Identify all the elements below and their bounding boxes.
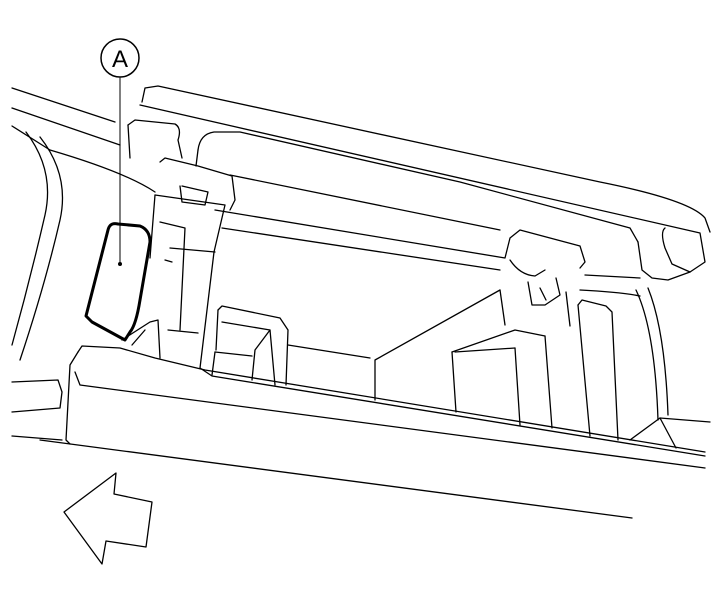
callout-circle — [100, 38, 140, 78]
direction-arrow-icon — [63, 472, 153, 565]
glove-box-inner-blocks — [211, 287, 711, 449]
callout-leader-dot — [118, 262, 122, 266]
glove-box-cavity — [149, 157, 641, 401]
callout-label: A — [112, 46, 128, 73]
glove-box-lid — [39, 319, 706, 519]
dash-trim-left — [11, 87, 156, 441]
upper-dash-panel — [127, 85, 711, 281]
highlighted-part — [84, 222, 152, 342]
callout-a: A — [100, 38, 140, 266]
